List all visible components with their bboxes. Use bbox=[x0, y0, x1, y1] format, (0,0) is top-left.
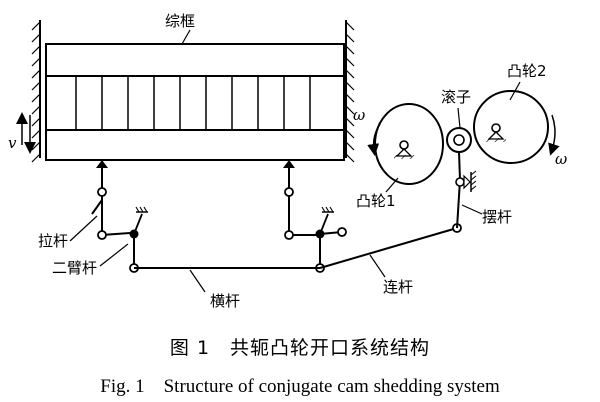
heald-frame-leader bbox=[181, 29, 191, 45]
pull-rod-leader bbox=[69, 215, 98, 242]
cam-2-leader bbox=[509, 81, 521, 101]
cam-1-leader bbox=[385, 177, 399, 193]
left-linkage bbox=[91, 160, 131, 236]
omega-right-arrow bbox=[548, 114, 560, 156]
pull-rod-label: 拉杆 bbox=[38, 232, 68, 250]
right-wall-guide bbox=[345, 20, 355, 163]
swing-arm-label: 摆杆 bbox=[482, 208, 512, 226]
cross-bar-leader bbox=[189, 269, 206, 293]
caption-english: Fig. 1 Structure of conjugate cam sheddi… bbox=[100, 376, 500, 397]
heald-frame-label: 综框 bbox=[165, 12, 195, 30]
swing-arm bbox=[456, 151, 461, 229]
connecting-rod-leader bbox=[369, 254, 386, 278]
roller-label: 滚子 bbox=[441, 88, 471, 106]
roller-leader bbox=[457, 107, 461, 129]
heald-frame bbox=[45, 43, 345, 161]
left-fixed-pivot bbox=[129, 206, 148, 239]
omega-right-label: ω bbox=[555, 150, 567, 168]
connecting-rod bbox=[319, 227, 458, 269]
cross-bar-label: 横杆 bbox=[210, 292, 240, 310]
left-pivots bbox=[97, 187, 107, 240]
velocity-label: v bbox=[8, 134, 17, 152]
caption-chinese: 图 1 共轭凸轮开口系统结构 bbox=[169, 337, 431, 359]
cam-2-label: 凸轮2 bbox=[507, 62, 547, 80]
right-fixed-pivot bbox=[315, 206, 334, 239]
two-arm-lever-label: 二臂杆 bbox=[52, 259, 97, 277]
two-arm-lever-leader bbox=[99, 243, 129, 267]
left-wall-guide bbox=[31, 20, 41, 163]
right-linkage bbox=[283, 160, 319, 236]
omega-left-label: ω bbox=[353, 106, 365, 124]
swing-arm-leader bbox=[461, 204, 483, 215]
connecting-rod-label: 连杆 bbox=[383, 278, 413, 296]
right-upper-pivot bbox=[337, 227, 347, 237]
roller bbox=[446, 127, 472, 153]
cam-1 bbox=[374, 103, 444, 185]
velocity-arrows bbox=[16, 112, 36, 154]
right-pivots bbox=[284, 187, 294, 240]
cam-1-label: 凸轮1 bbox=[356, 192, 396, 210]
omega-left-arrow bbox=[367, 123, 381, 156]
swing-arm-pivot bbox=[455, 170, 477, 192]
cam-2 bbox=[473, 90, 549, 164]
